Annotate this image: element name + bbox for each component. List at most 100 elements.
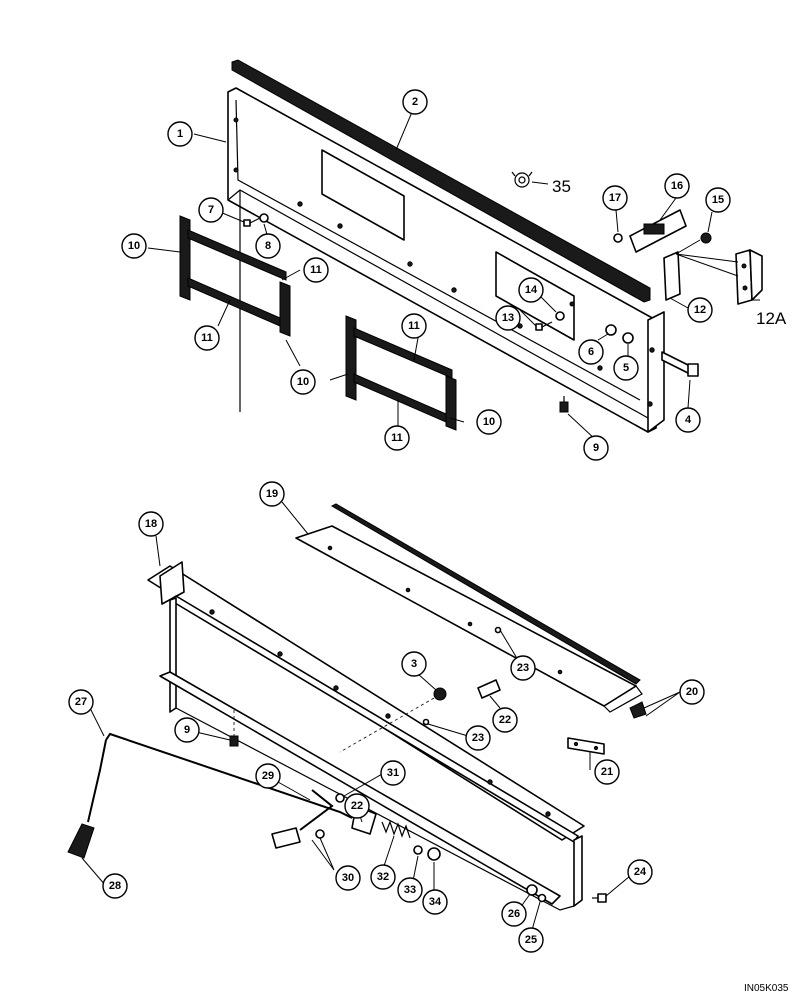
callout-10-c: 10 — [476, 409, 502, 435]
callout-27: 27 — [68, 689, 94, 715]
callout-24: 24 — [627, 859, 653, 885]
weather-strip-20 — [629, 701, 647, 719]
svg-text:14: 14 — [525, 284, 538, 296]
svg-text:15: 15 — [712, 194, 724, 206]
screw-23-mid — [422, 718, 430, 726]
lower-cover-19 — [295, 503, 643, 713]
svg-text:23: 23 — [472, 732, 484, 744]
callout-30: 30 — [335, 865, 361, 891]
svg-text:9: 9 — [184, 724, 190, 736]
callout-1: 1 — [167, 121, 193, 147]
screw-23-top — [494, 626, 502, 634]
svg-text:26: 26 — [508, 908, 520, 920]
spring-32 — [381, 820, 411, 839]
nut-25 — [537, 893, 547, 903]
svg-text:10: 10 — [483, 416, 495, 428]
upper-panel — [227, 87, 665, 433]
callout-31: 31 — [380, 760, 406, 786]
svg-text:34: 34 — [429, 896, 442, 908]
bracket-12a — [735, 249, 763, 305]
callout-11-a: 11 — [303, 257, 329, 283]
callout-23-a: 23 — [510, 655, 536, 681]
pad-set-left — [179, 215, 291, 337]
callout-12: 12 — [687, 297, 713, 323]
svg-text:21: 21 — [601, 766, 613, 778]
nut-14 — [555, 311, 565, 321]
svg-text:10: 10 — [297, 376, 309, 388]
callout-11-c: 11 — [401, 313, 427, 339]
pad-set-right — [345, 315, 457, 431]
weather-strip-top — [231, 59, 651, 303]
bracket-22-top — [477, 679, 501, 699]
svg-text:11: 11 — [408, 320, 420, 332]
callout-18: 18 — [138, 511, 164, 537]
nut-9-bottom — [229, 710, 239, 747]
hinge-21 — [567, 737, 605, 755]
callout-7: 7 — [198, 197, 224, 223]
label-35: 35 — [552, 177, 571, 196]
callout-10-b: 10 — [290, 369, 316, 395]
callout-9-top: 9 — [583, 435, 609, 461]
callout-11-b: 11 — [194, 325, 220, 351]
callout-5: 5 — [613, 355, 639, 381]
svg-text:29: 29 — [262, 770, 274, 782]
callout-2: 2 — [402, 89, 428, 115]
svg-text:13: 13 — [502, 312, 514, 324]
svg-text:9: 9 — [593, 442, 599, 454]
callout-26: 26 — [501, 901, 527, 927]
callout-11-d: 11 — [384, 425, 410, 451]
bushing-34 — [427, 847, 441, 861]
svg-text:25: 25 — [525, 934, 537, 946]
callout-20: 20 — [679, 679, 705, 705]
svg-text:2: 2 — [412, 96, 418, 108]
callout-22-a: 22 — [492, 707, 518, 733]
callout-23-b: 23 — [465, 725, 491, 751]
svg-text:33: 33 — [404, 884, 416, 896]
clip-35 — [511, 171, 533, 188]
svg-text:27: 27 — [75, 696, 87, 708]
svg-text:5: 5 — [623, 362, 629, 374]
svg-text:32: 32 — [377, 871, 389, 883]
latch-bracket-16 — [629, 209, 687, 253]
lower-panel-18 — [147, 561, 585, 911]
svg-text:30: 30 — [342, 872, 354, 884]
callout-8: 8 — [255, 233, 281, 259]
callout-33: 33 — [397, 877, 423, 903]
bolt-4 — [661, 351, 699, 377]
svg-text:22: 22 — [499, 714, 511, 726]
svg-text:11: 11 — [310, 264, 322, 276]
nut-9-top — [559, 396, 569, 413]
callout-22-b: 22 — [344, 793, 370, 819]
washer-8 — [259, 213, 269, 223]
callout-16: 16 — [664, 173, 690, 199]
svg-text:8: 8 — [265, 240, 271, 252]
svg-text:31: 31 — [387, 767, 399, 779]
callout-10-a: 10 — [121, 233, 147, 259]
callout-14: 14 — [518, 277, 544, 303]
plate-12 — [663, 251, 681, 301]
svg-text:4: 4 — [685, 414, 692, 426]
callout-28: 28 — [102, 873, 128, 899]
svg-text:10: 10 — [128, 240, 140, 252]
lever-29 — [271, 789, 334, 849]
svg-text:23: 23 — [517, 662, 529, 674]
callout-3: 3 — [401, 651, 427, 677]
nut-15 — [700, 232, 712, 244]
callout-29: 29 — [255, 763, 281, 789]
rod-27 — [87, 732, 353, 823]
svg-text:7: 7 — [208, 204, 214, 216]
svg-text:28: 28 — [109, 880, 121, 892]
svg-text:6: 6 — [588, 346, 594, 358]
svg-text:12: 12 — [694, 304, 706, 316]
bushing-5 — [622, 332, 634, 344]
callout-4: 4 — [675, 407, 701, 433]
svg-text:17: 17 — [609, 192, 621, 204]
callout-32: 32 — [370, 864, 396, 890]
svg-text:3: 3 — [411, 658, 417, 670]
svg-text:20: 20 — [686, 686, 698, 698]
callout-6: 6 — [578, 339, 604, 365]
callout-15: 15 — [705, 187, 731, 213]
callout-25: 25 — [518, 927, 544, 953]
pin-30 — [315, 829, 325, 839]
